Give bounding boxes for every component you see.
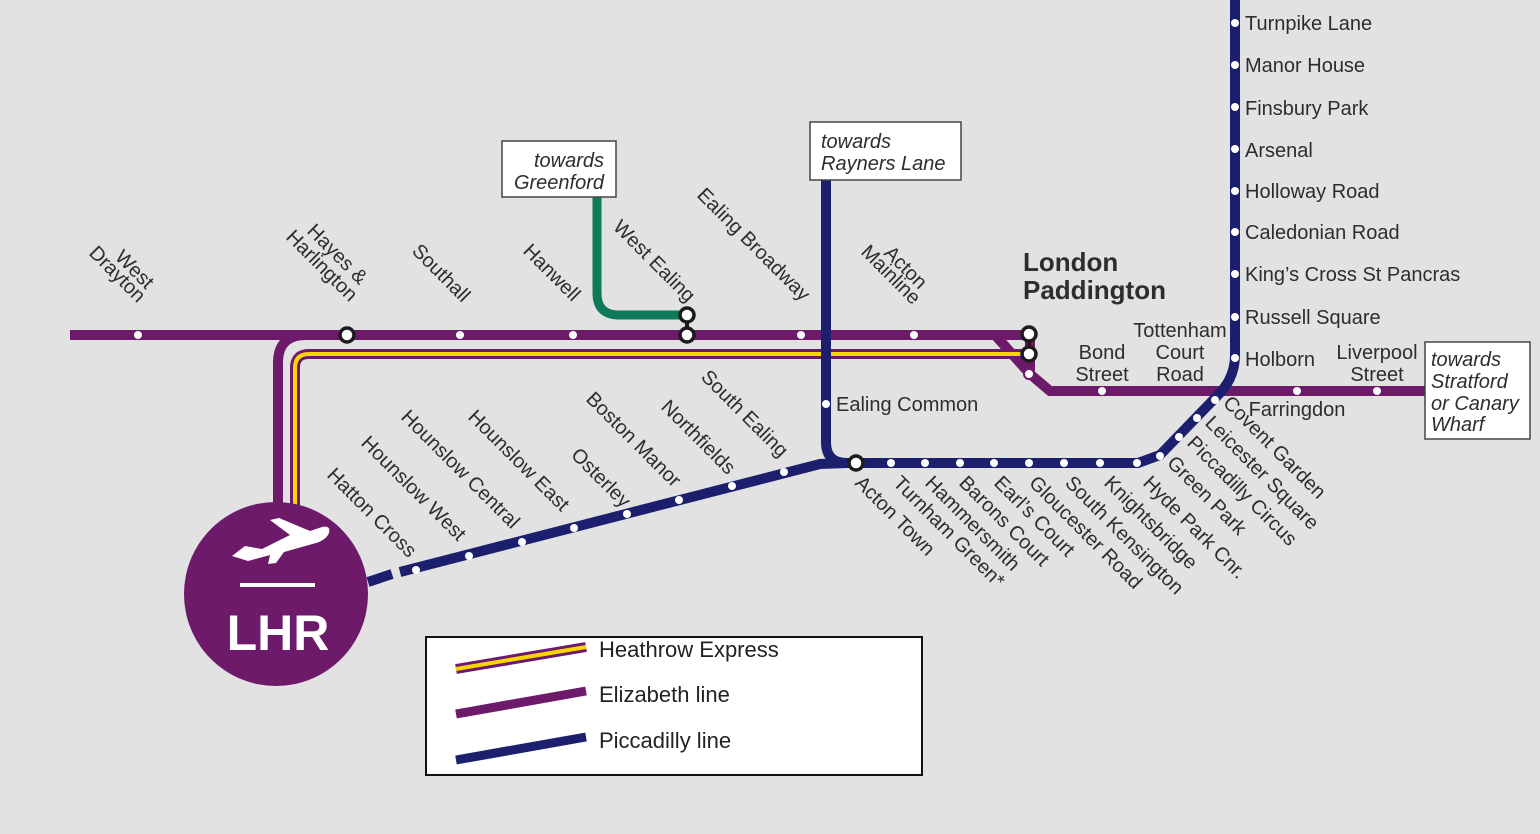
box-label: towards (1431, 349, 1501, 371)
legend-label: Heathrow Express (599, 637, 779, 662)
station-dot (569, 331, 577, 339)
box-label: Wharf (1431, 414, 1487, 436)
box-label: Rayners Lane (821, 153, 946, 175)
station-dot (1373, 387, 1381, 395)
station-label-caledonian-road: Caledonian Road (1245, 222, 1400, 244)
box-label: Greenford (514, 172, 605, 194)
box-label: towards (821, 131, 891, 153)
station-label-kings-cross: King’s Cross St Pancras (1245, 264, 1460, 286)
station-dot (1231, 61, 1239, 69)
legend-label: Piccadilly line (599, 728, 731, 753)
station-label-manor-house: Manor House (1245, 55, 1365, 77)
station-dot (956, 459, 964, 467)
box-label: or Canary (1431, 393, 1520, 415)
station-dot (1096, 459, 1104, 467)
station-dot (1023, 368, 1035, 380)
interchange-stations (338, 306, 1038, 472)
station-dot (412, 566, 420, 574)
station-label-ealing-common: Ealing Common (836, 394, 978, 416)
legend-item-heathrow-express: Heathrow Express (455, 637, 779, 674)
station-dot (797, 331, 805, 339)
station-label-holloway-road: Holloway Road (1245, 181, 1380, 203)
station-label-tottenham-court-road: Road (1156, 364, 1204, 386)
station-dot (822, 400, 830, 408)
station-label-tottenham-court-road: Tottenham (1133, 320, 1226, 342)
station-dot (1231, 187, 1239, 195)
station-dot (465, 552, 473, 560)
station-dot (728, 482, 736, 490)
station-dot (1293, 387, 1301, 395)
station-dot (1231, 145, 1239, 153)
station-dot (134, 331, 142, 339)
station-dot (623, 510, 631, 518)
greenford-branch-line (592, 196, 687, 320)
station-dot (1211, 396, 1219, 404)
station-label-liverpool-street: Street (1350, 364, 1404, 386)
legend-item-piccadilly-line: Piccadilly line (455, 728, 731, 765)
station-dot (456, 331, 464, 339)
station-label-finsbury-park: Finsbury Park (1245, 98, 1369, 120)
interchange-ring (338, 326, 356, 344)
station-dot (1231, 103, 1239, 111)
station-label-holborn: Holborn (1245, 349, 1315, 371)
station-dot (910, 331, 918, 339)
station-label-turnpike-lane: Turnpike Lane (1245, 13, 1372, 35)
station-dot (1231, 313, 1239, 321)
station-dot (675, 496, 683, 504)
station-dot (1231, 228, 1239, 236)
station-dot (1175, 433, 1183, 441)
interchange-ring (847, 454, 865, 472)
piccadilly-line (366, 0, 1240, 587)
station-dot (1025, 459, 1033, 467)
heathrow-express-line (290, 349, 1030, 505)
legend-label: Elizabeth line (599, 682, 730, 707)
legend: Heathrow Express Elizabeth line Piccadil… (425, 636, 923, 776)
plane-underline (240, 583, 315, 587)
station-dot (887, 459, 895, 467)
station-label-bond-street: Bond (1079, 342, 1126, 364)
station-dot (921, 459, 929, 467)
legend-item-elizabeth-line: Elizabeth line (455, 682, 730, 719)
terminus-label: Paddington (1023, 275, 1166, 305)
station-dot (1060, 459, 1068, 467)
station-label-tottenham-court-road: Court (1156, 342, 1205, 364)
station-dot (570, 524, 578, 532)
station-dot (1231, 354, 1239, 362)
station-dot (1231, 270, 1239, 278)
station-label-arsenal: Arsenal (1245, 140, 1313, 162)
towards-stratford-box: towards Stratford or Canary Wharf (1424, 341, 1531, 440)
station-dot (1133, 459, 1141, 467)
station-dot (518, 538, 526, 546)
station-dot (780, 468, 788, 476)
towards-rayners-lane-box: towards Rayners Lane (809, 121, 962, 181)
heathrow-airport-roundel: LHR (184, 502, 368, 686)
station-dot (1193, 414, 1201, 422)
interchange-links (685, 322, 1031, 347)
interchange-ring (1020, 345, 1038, 363)
station-dots (134, 19, 1381, 574)
station-label-bond-street: Street (1075, 364, 1129, 386)
box-label: Stratford (1431, 371, 1509, 393)
box-label: towards (534, 150, 604, 172)
interchange-ring (678, 326, 696, 344)
station-dot (1098, 387, 1106, 395)
plane-icon (232, 518, 330, 564)
towards-greenford-box: towards Greenford (501, 140, 617, 198)
airport-code: LHR (227, 605, 330, 661)
station-dot (1231, 19, 1239, 27)
station-dot (1156, 452, 1164, 460)
interchange-ring (678, 306, 696, 324)
interchange-ring (1020, 325, 1038, 343)
terminus-label: London (1023, 247, 1118, 277)
station-label-liverpool-street: Liverpool (1336, 342, 1417, 364)
station-label-russell-square: Russell Square (1245, 307, 1381, 329)
station-label-farringdon: Farringdon (1249, 399, 1346, 421)
station-dot (990, 459, 998, 467)
